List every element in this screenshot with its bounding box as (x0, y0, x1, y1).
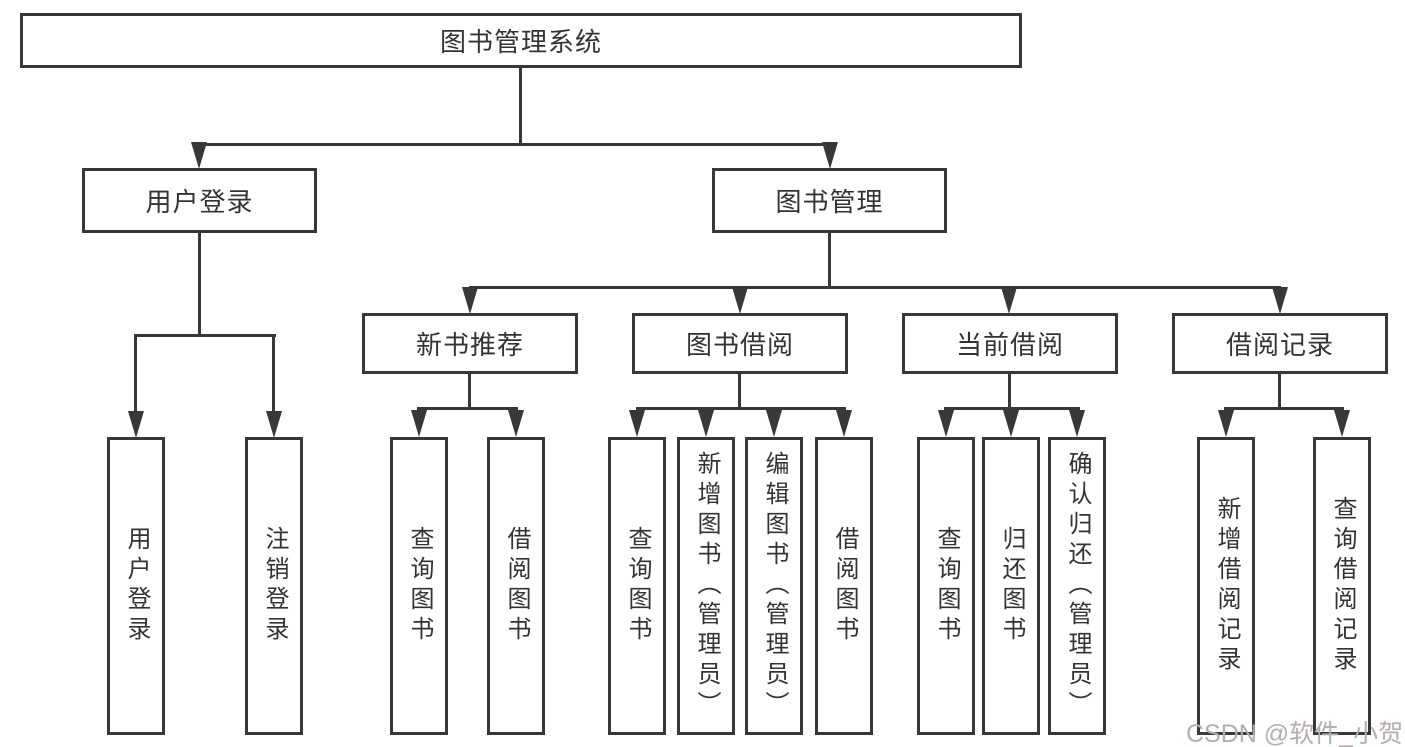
arrow-down-icon (822, 142, 838, 169)
leaf-borrow-books-recommend: 借阅图书 (487, 437, 545, 735)
connector-line (198, 233, 201, 336)
connector-line (828, 233, 831, 288)
arrow-down-icon (128, 411, 144, 438)
leaf-add-borrow-record: 新增借阅记录 (1197, 437, 1255, 735)
arrow-down-icon (938, 410, 954, 437)
arrow-down-icon (1334, 410, 1350, 437)
leaf-edit-books-admin: 编辑图书（管理员） (745, 437, 803, 735)
node-book-management: 图书管理 (712, 168, 947, 233)
connector-line (468, 374, 471, 409)
arrow-down-icon (732, 287, 748, 314)
arrow-down-icon (508, 410, 524, 437)
leaf-add-books-admin: 新增图书（管理员） (677, 437, 735, 735)
node-user-login: 用户登录 (82, 168, 317, 233)
arrow-down-icon (836, 410, 852, 437)
node-borrow-records: 借阅记录 (1172, 313, 1388, 374)
connector-line (1008, 374, 1011, 409)
connector-line (944, 407, 1080, 410)
leaf-borrow-books: 借阅图书 (815, 437, 873, 735)
arrow-down-icon (1218, 410, 1234, 437)
connector-line (1224, 407, 1344, 410)
leaf-query-books-borrow: 查询图书 (608, 437, 666, 735)
arrow-down-icon (191, 142, 207, 169)
leaf-confirm-return-admin: 确认归还（管理员） (1048, 437, 1106, 735)
connector-line (272, 334, 275, 412)
arrow-down-icon (698, 410, 714, 437)
connector-line (469, 286, 1281, 289)
arrow-down-icon (766, 410, 782, 437)
leaf-query-books-current: 查询图书 (917, 437, 975, 735)
leaf-query-books-recommend: 查询图书 (390, 437, 448, 735)
connector-line (636, 407, 846, 410)
arrow-down-icon (1272, 287, 1288, 314)
leaf-return-books: 归还图书 (982, 437, 1040, 735)
connector-line (134, 334, 137, 412)
node-current-borrow: 当前借阅 (902, 313, 1118, 374)
connector-line (417, 407, 518, 410)
leaf-logout: 注销登录 (245, 437, 303, 735)
leaf-query-borrow-record: 查询借阅记录 (1313, 437, 1371, 735)
node-root: 图书管理系统 (20, 13, 1022, 68)
arrow-down-icon (462, 287, 478, 314)
csdn-watermark: CSDN @软件_小贺同学 (1186, 720, 1405, 747)
arrow-down-icon (1003, 410, 1019, 437)
node-book-borrow: 图书借阅 (632, 313, 848, 374)
node-new-book-recommend: 新书推荐 (362, 313, 578, 374)
arrow-down-icon (411, 410, 427, 437)
connector-line (738, 374, 741, 409)
arrow-down-icon (1069, 410, 1085, 437)
connector-line (198, 143, 831, 146)
connector-line (134, 334, 276, 337)
connector-line (1278, 374, 1281, 409)
arrow-down-icon (266, 411, 282, 438)
arrow-down-icon (629, 410, 645, 437)
connector-line (519, 68, 522, 145)
leaf-user-login: 用户登录 (107, 437, 165, 735)
arrow-down-icon (1001, 287, 1017, 314)
